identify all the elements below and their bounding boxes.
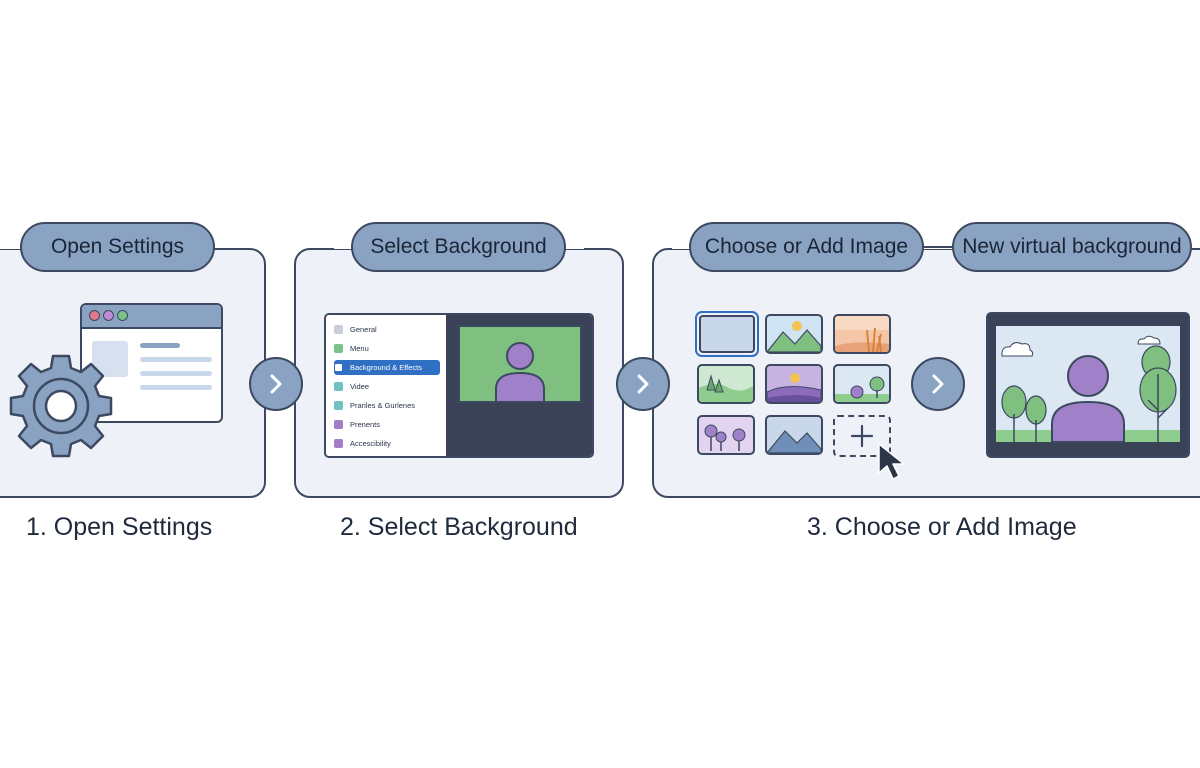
next-step-1-button[interactable] xyxy=(249,357,303,411)
window-text-line xyxy=(140,357,212,362)
thumbnail-park[interactable] xyxy=(833,364,891,404)
menu-icon xyxy=(334,344,343,353)
window-text-line xyxy=(140,371,212,376)
thumbnail-sunset-grass[interactable] xyxy=(833,314,891,354)
step-3-pill: Choose or Add Image xyxy=(689,222,924,272)
step-1-pill: Open Settings xyxy=(20,222,215,272)
thumbnail-selected[interactable] xyxy=(695,311,759,357)
accessibility-icon xyxy=(334,439,343,448)
step-2-caption: 2. Select Background xyxy=(340,513,578,541)
settings-mock: General Menu Background & Effects Videe … xyxy=(324,313,594,458)
thumbnail-purple-hills[interactable] xyxy=(765,364,823,404)
thumbnail-purple-trees[interactable] xyxy=(697,415,755,455)
gear-icon xyxy=(9,354,113,458)
presentation-icon xyxy=(334,420,343,429)
step-4-pill: New virtual background xyxy=(952,222,1192,272)
thumbnail-blue-mountains[interactable] xyxy=(765,415,823,455)
settings-menu: General Menu Background & Effects Videe … xyxy=(326,315,446,456)
image-icon xyxy=(334,363,343,372)
plus-icon xyxy=(850,424,874,448)
window-close-dot xyxy=(89,310,100,321)
step-2-pill: Select Background xyxy=(351,222,566,272)
next-step-3-button[interactable] xyxy=(911,357,965,411)
window-maximize-dot xyxy=(117,310,128,321)
menu-item-general[interactable]: General xyxy=(334,322,440,337)
menu-item-menu[interactable]: Menu xyxy=(334,341,440,356)
window-titlebar xyxy=(82,305,221,329)
profile-icon xyxy=(334,401,343,410)
video-icon xyxy=(334,382,343,391)
step-3-caption: 3. Choose or Add Image xyxy=(807,513,1077,541)
window-minimize-dot xyxy=(103,310,114,321)
add-image-button[interactable] xyxy=(833,415,891,457)
chevron-right-icon xyxy=(270,374,282,394)
chevron-right-icon xyxy=(637,374,649,394)
pill-connector xyxy=(923,246,953,248)
menu-item-background-effects[interactable]: Background & Effects xyxy=(334,360,440,375)
person-icon xyxy=(495,342,545,401)
green-screen-preview xyxy=(458,325,582,403)
thumbnail-mountains-sun[interactable] xyxy=(765,314,823,354)
thumbnail-forest[interactable] xyxy=(697,364,755,404)
menu-item-accessibility[interactable]: Accescibility xyxy=(334,436,440,451)
cursor-icon xyxy=(878,443,905,480)
virtual-background-preview xyxy=(986,312,1190,458)
video-preview xyxy=(446,315,592,456)
gear-icon xyxy=(334,325,343,334)
chevron-right-icon xyxy=(932,374,944,394)
menu-item-presents[interactable]: Prenents xyxy=(334,417,440,432)
window-text-line xyxy=(140,343,180,348)
menu-item-video[interactable]: Videe xyxy=(334,379,440,394)
step-1-caption: 1. Open Settings xyxy=(26,513,213,541)
next-step-2-button[interactable] xyxy=(616,357,670,411)
menu-item-profiles[interactable]: Prariles & Gurlenes xyxy=(334,398,440,413)
window-text-line xyxy=(140,385,212,390)
